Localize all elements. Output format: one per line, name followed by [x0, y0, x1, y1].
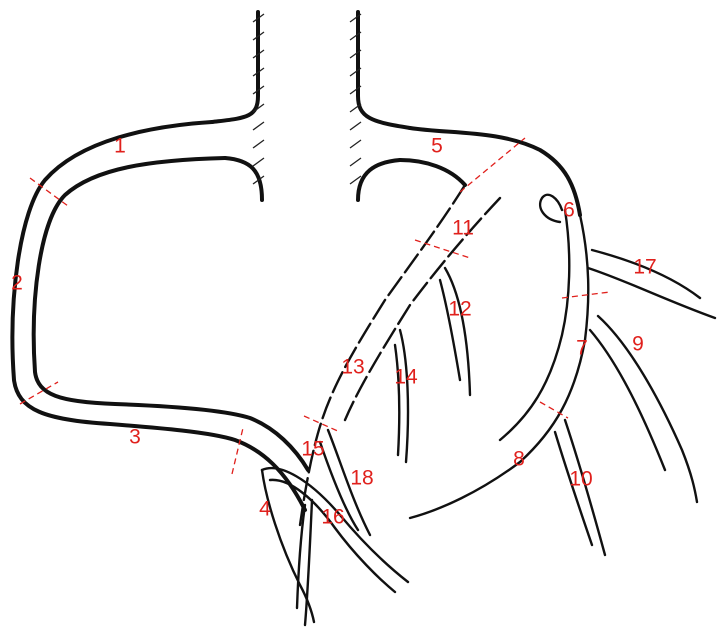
segment-9-branch	[588, 314, 699, 504]
boundary-11	[414, 239, 471, 259]
left-main-inner-wall	[398, 158, 467, 187]
pd-branch	[295, 498, 314, 627]
segment-label: 14	[394, 366, 418, 389]
aorta-left-wall	[210, 10, 260, 124]
aorta-right-wall	[356, 10, 412, 130]
segment-label: 4	[259, 498, 271, 521]
segment-label: 7	[576, 337, 588, 360]
segment-label: 11	[452, 217, 474, 240]
segment-label: 12	[448, 298, 471, 321]
segment-label: 13	[341, 356, 364, 379]
right-coronary-artery	[10, 120, 410, 627]
rca-inner-wall	[31, 156, 310, 472]
segment-labels: 1 2 3 4 5 6 7 8 9 10 11 12 13 14 15 16 1…	[11, 135, 657, 529]
aorta-wall-hatching-right	[349, 13, 362, 185]
segment-4-branch	[260, 468, 316, 624]
segment-label: 6	[563, 199, 575, 222]
boundary-1-2	[29, 177, 69, 207]
boundary-3-4	[231, 427, 244, 475]
segment-14-branch	[393, 328, 410, 464]
segment-12-branch	[438, 266, 472, 397]
boundary-2-3	[19, 381, 59, 405]
segment-18-branch	[318, 428, 372, 537]
circumflex-inner	[498, 208, 571, 442]
aorta-left-sinus	[223, 156, 264, 202]
segment-label: 1	[114, 135, 126, 158]
circumflex-vessel	[408, 213, 590, 520]
segment-label: 18	[350, 467, 373, 490]
segment-17-branch	[586, 248, 717, 320]
segment-label: 3	[129, 426, 141, 449]
left-main-outer-wall	[408, 126, 582, 217]
segment-label: 16	[321, 506, 344, 529]
segment-6-loop	[538, 193, 564, 224]
segment-label: 8	[513, 448, 525, 471]
segment-label: 2	[11, 272, 23, 295]
lad-vessel	[298, 183, 467, 527]
segment-label: 9	[632, 333, 644, 356]
lad-vessel-inner	[343, 196, 502, 422]
left-coronary-artery	[298, 126, 717, 557]
boundary-5	[459, 137, 526, 193]
boundary-6-7	[561, 291, 611, 299]
rca-outer-wall	[10, 120, 307, 512]
aorta-wall-hatching-left	[252, 13, 265, 185]
boundary-13-15	[303, 415, 341, 433]
right-posterolateral-branch	[260, 466, 410, 594]
boundary-7-8	[539, 401, 569, 419]
segment-label: 5	[431, 135, 443, 158]
segment-boundaries	[19, 137, 611, 475]
segment-label: 10	[569, 468, 592, 491]
segment-label: 17	[633, 256, 656, 279]
segment-label: 15	[301, 438, 324, 461]
segment-10-branch	[553, 418, 607, 557]
aorta	[210, 10, 412, 202]
aorta-right-sinus	[356, 158, 402, 202]
